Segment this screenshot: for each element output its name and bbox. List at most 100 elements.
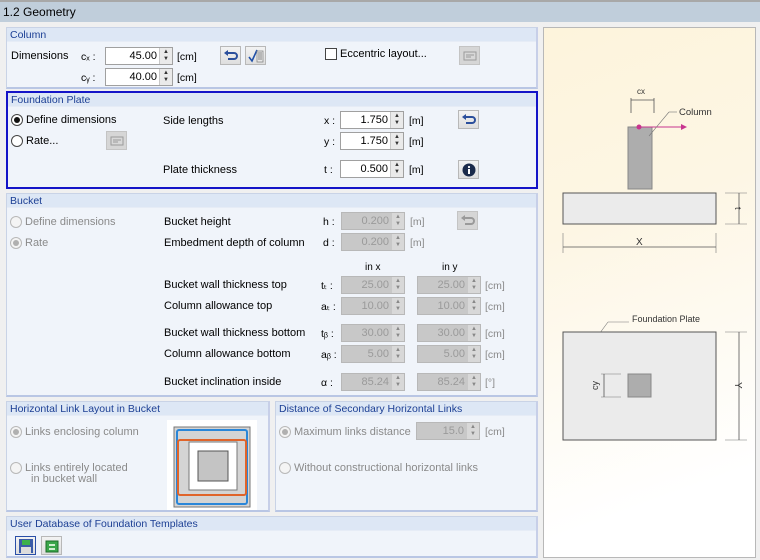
bucket-header: Bucket	[7, 194, 536, 208]
define-dimensions-label[interactable]: Define dimensions	[26, 114, 117, 126]
spinner-arrows[interactable]: ▲▼	[467, 298, 480, 314]
plate-thickness-label: Plate thickness	[163, 164, 237, 176]
bucket-row-unit: [cm]	[485, 301, 505, 313]
cy-input[interactable]: 40.00 ▲▼	[105, 68, 173, 86]
in-x-header: in x	[365, 262, 381, 273]
templates-group: User Database of Foundation Templates	[6, 516, 538, 558]
wall-thickness-bottom-y-input[interactable]: 30.00▲▼	[417, 324, 481, 342]
column-group: Column Dimensions cₓ : 45.00 ▲▼ [cm] cᵧ …	[6, 27, 538, 89]
link-arrow-icon	[461, 113, 476, 124]
links-in-wall-radio[interactable]	[10, 462, 22, 474]
eccentric-layout-checkbox[interactable]	[325, 48, 337, 60]
column-header: Column	[7, 28, 536, 42]
bucket-row-label: Bucket inclination inside	[164, 376, 282, 388]
plate-thickness-input[interactable]: 0.500 ▲▼	[340, 160, 404, 178]
info-button[interactable]	[458, 160, 479, 179]
d-unit: [m]	[410, 237, 425, 249]
geometry-diagram: cx Column t X Foundation Plate cy Y	[543, 27, 756, 558]
cx-diagram-label: cx	[637, 87, 645, 96]
rate-radio[interactable]	[11, 135, 23, 147]
spinner-arrows[interactable]: ▲▼	[391, 277, 404, 293]
bucket-height-spinner-arrows[interactable]: ▲▼	[391, 213, 404, 229]
embedment-depth-input[interactable]: 0.200 ▲▼	[341, 233, 405, 251]
links-in-wall-label-line1[interactable]: Links entirely located	[25, 462, 128, 474]
bucket-row-label: Bucket wall thickness bottom	[164, 327, 306, 339]
spinner-arrows[interactable]: ▲▼	[466, 423, 479, 439]
spinner-arrows[interactable]: ▲▼	[391, 346, 404, 362]
plate-link-button[interactable]	[458, 110, 479, 129]
plate-t-spinner-arrows[interactable]: ▲▼	[390, 161, 403, 177]
plate-y-spinner-arrows[interactable]: ▲▼	[390, 133, 403, 149]
h-symbol: h :	[323, 216, 335, 228]
d-symbol: d :	[323, 237, 335, 249]
inclination-y-input[interactable]: 85.24▲▼	[417, 373, 481, 391]
bucket-row-label: Column allowance bottom	[164, 348, 291, 360]
secondary-links-header: Distance of Secondary Horizontal Links	[276, 402, 536, 416]
cy-spinner-arrows[interactable]: ▲▼	[159, 69, 172, 85]
load-template-button[interactable]	[41, 536, 62, 555]
max-links-distance-unit: [cm]	[485, 426, 505, 438]
bucket-define-dimensions-label[interactable]: Define dimensions	[25, 216, 116, 228]
bucket-height-input[interactable]: 0.200 ▲▼	[341, 212, 405, 230]
y-unit: [m]	[409, 136, 424, 148]
spinner-arrows[interactable]: ▲▼	[391, 374, 404, 390]
side-lengths-label: Side lengths	[163, 115, 224, 127]
h-unit: [m]	[410, 216, 425, 228]
links-enclosing-radio[interactable]	[10, 426, 22, 438]
cx-spinner-arrows[interactable]: ▲▼	[159, 48, 172, 64]
column-table-button[interactable]	[245, 46, 266, 65]
column-diagram-label: Column	[679, 107, 712, 118]
link-arrow-icon	[460, 214, 475, 225]
bucket-row-label: Column allowance top	[164, 300, 273, 312]
allowance-bottom-x-input[interactable]: 5.00▲▼	[341, 345, 405, 363]
spinner-arrows[interactable]: ▲▼	[467, 277, 480, 293]
inclination-x-input[interactable]: 85.24▲▼	[341, 373, 405, 391]
bucket-row-unit: [°]	[485, 377, 496, 389]
bucket-row-symbol: tᵦ :	[321, 328, 334, 340]
link-arrow-icon	[223, 49, 238, 60]
wall-thickness-top-y-input[interactable]: 25.00▲▼	[417, 276, 481, 294]
save-disk-icon	[18, 538, 33, 553]
plate-y-input[interactable]: 1.750 ▲▼	[340, 132, 404, 150]
bucket-row-symbol: aᵦ :	[321, 349, 337, 361]
plate-x-input[interactable]: 1.750 ▲▼	[340, 111, 404, 129]
spinner-arrows[interactable]: ▲▼	[391, 325, 404, 341]
allowance-bottom-y-input[interactable]: 5.00▲▼	[417, 345, 481, 363]
cx-symbol: cₓ :	[81, 51, 96, 63]
no-constructional-links-radio[interactable]	[279, 462, 291, 474]
define-dimensions-radio[interactable]	[11, 114, 23, 126]
links-enclosing-label[interactable]: Links enclosing column	[25, 426, 139, 438]
column-link-button[interactable]	[220, 46, 241, 65]
max-links-distance-label[interactable]: Maximum links distance	[294, 426, 411, 438]
save-template-button[interactable]	[15, 536, 36, 555]
wall-thickness-top-x-input[interactable]: 25.00▲▼	[341, 276, 405, 294]
spinner-arrows[interactable]: ▲▼	[467, 374, 480, 390]
spinner-arrows[interactable]: ▲▼	[391, 298, 404, 314]
allowance-top-x-input[interactable]: 10.00▲▼	[341, 297, 405, 315]
spinner-arrows[interactable]: ▲▼	[467, 346, 480, 362]
foundation-plate-header: Foundation Plate	[8, 93, 536, 107]
allowance-top-y-input[interactable]: 10.00▲▼	[417, 297, 481, 315]
links-in-wall-label-line2[interactable]: in bucket wall	[31, 473, 98, 485]
bucket-define-dimensions-radio[interactable]	[10, 216, 22, 228]
eccentric-layout-label[interactable]: Eccentric layout...	[340, 48, 427, 60]
rate-label[interactable]: Rate...	[26, 135, 59, 147]
x-unit: [m]	[409, 115, 424, 127]
cx-input[interactable]: 45.00 ▲▼	[105, 47, 173, 65]
embedment-spinner-arrows[interactable]: ▲▼	[391, 234, 404, 250]
no-constructional-links-label[interactable]: Without constructional horizontal links	[294, 462, 479, 474]
spinner-arrows[interactable]: ▲▼	[467, 325, 480, 341]
wall-thickness-bottom-x-input[interactable]: 30.00▲▼	[341, 324, 405, 342]
bucket-link-button[interactable]	[457, 211, 478, 230]
plate-x-spinner-arrows[interactable]: ▲▼	[390, 112, 403, 128]
x-symbol: x :	[324, 115, 336, 127]
in-y-header: in y	[442, 262, 458, 273]
eccentric-edit-button[interactable]	[459, 46, 480, 65]
bucket-rate-radio[interactable]	[10, 237, 22, 249]
x-diagram-label: X	[636, 237, 643, 248]
bucket-rate-label[interactable]: Rate	[25, 237, 49, 249]
horizontal-link-header: Horizontal Link Layout in Bucket	[7, 402, 268, 416]
rate-edit-button[interactable]	[106, 131, 127, 150]
max-links-distance-input[interactable]: 15.0▲▼	[416, 422, 480, 440]
max-links-distance-radio[interactable]	[279, 426, 291, 438]
